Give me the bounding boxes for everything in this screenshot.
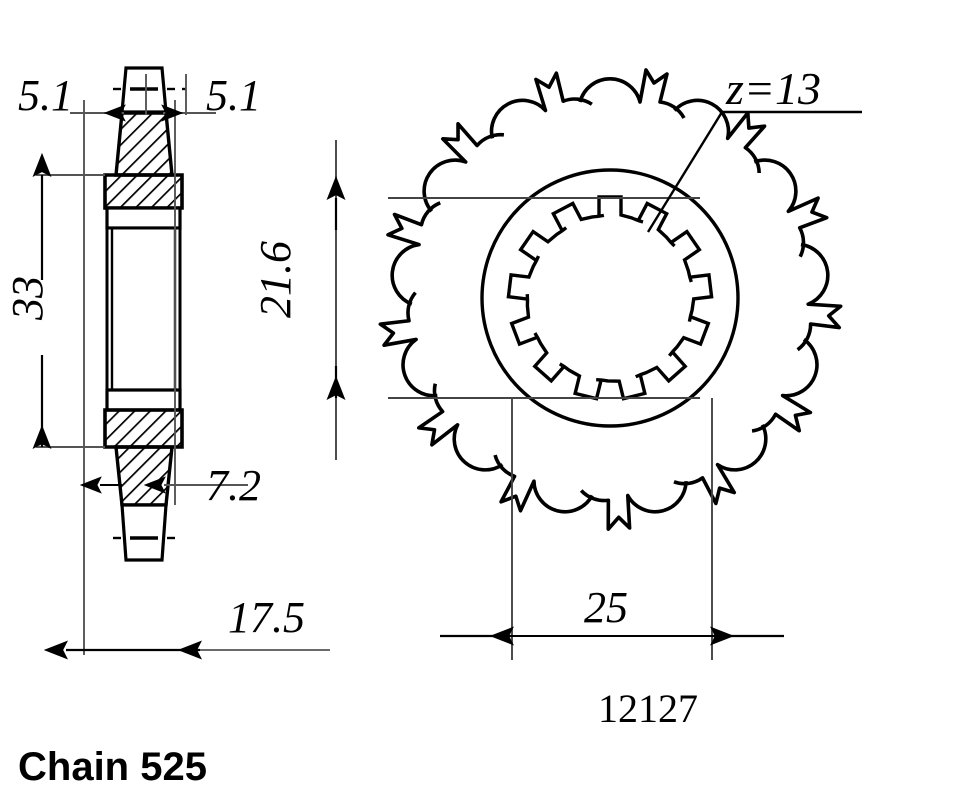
sprocket-face-outline xyxy=(378,68,843,531)
section-lower-tooth xyxy=(113,445,175,562)
dim-25-label: 25 xyxy=(584,583,628,632)
dim-7-2-label: 7.2 xyxy=(206,461,261,510)
section-lower-flange xyxy=(103,388,184,449)
teeth-count-label: z=13 xyxy=(725,63,821,114)
dim-33-label: 33 xyxy=(3,276,52,321)
dim-5-1-left-label: 5.1 xyxy=(18,71,73,120)
internal-spline xyxy=(506,195,714,401)
chain-type-label: Chain 525 xyxy=(18,745,207,789)
dim-5-1-right-label: 5.1 xyxy=(206,71,261,120)
section-upper-flange xyxy=(103,173,184,230)
dim-17-5-label: 17.5 xyxy=(228,593,305,642)
dim-extension-lines-face xyxy=(335,140,713,660)
part-number-label: 12127 xyxy=(598,686,698,731)
dim-21-6-label: 21.6 xyxy=(251,241,300,318)
hub-circle xyxy=(480,168,740,428)
teeth-callout-leader xyxy=(646,110,862,233)
section-web-bore xyxy=(105,226,182,392)
